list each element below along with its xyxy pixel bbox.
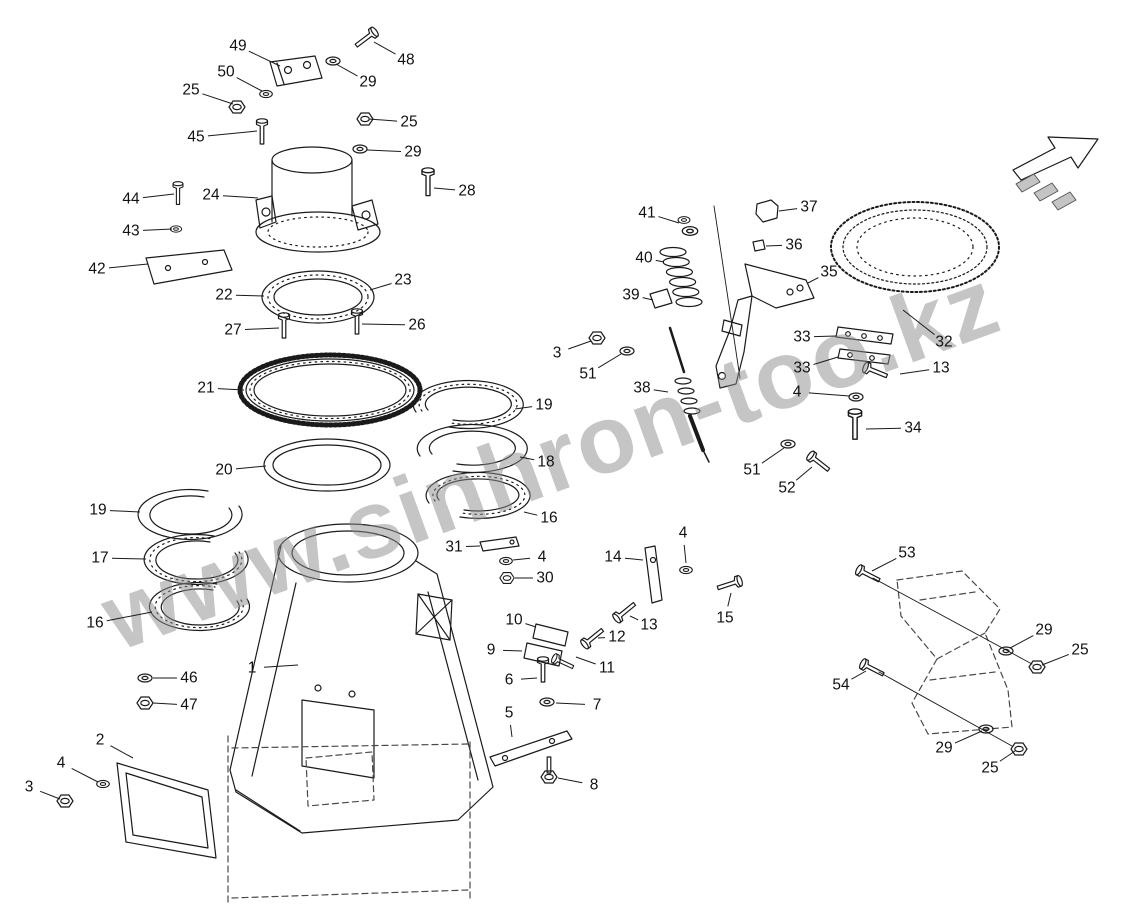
main-housing-1 (229, 523, 494, 834)
plate-42 (145, 249, 233, 285)
ring-20 (263, 438, 391, 492)
plate-14 (644, 545, 663, 604)
spacer-10 (532, 623, 569, 647)
shim-half-rings-right (412, 379, 531, 520)
watermark-text: www.sinhron-too.kz (88, 248, 1013, 672)
strip-5 (489, 730, 573, 767)
cap-37 (755, 199, 779, 223)
hatch-mark (1033, 182, 1059, 202)
shim-half-rings-left (136, 488, 251, 710)
clamp-housing-24 (145, 146, 381, 285)
support-bracket-dashed (853, 563, 1046, 756)
direction-arrow (1012, 136, 1099, 211)
part-36 (752, 239, 766, 252)
top-bracket-assembly (169, 25, 435, 233)
base-plate-2 (56, 762, 217, 859)
ring-gear-32 (830, 201, 1000, 293)
bracket-31 (479, 536, 520, 552)
gear-ring-21 (237, 352, 423, 428)
gasket-rings-22-23 (261, 270, 375, 339)
bracket-35 (715, 263, 815, 389)
bushing-39 (649, 288, 673, 309)
machine-outline-dashed (227, 735, 471, 906)
hatch-mark (1015, 173, 1041, 193)
hatch-mark (1051, 191, 1077, 211)
spring-assembly-right (588, 199, 833, 475)
spacer-9 (523, 642, 563, 667)
hardware-center (479, 536, 745, 784)
plates-33 (835, 326, 894, 365)
